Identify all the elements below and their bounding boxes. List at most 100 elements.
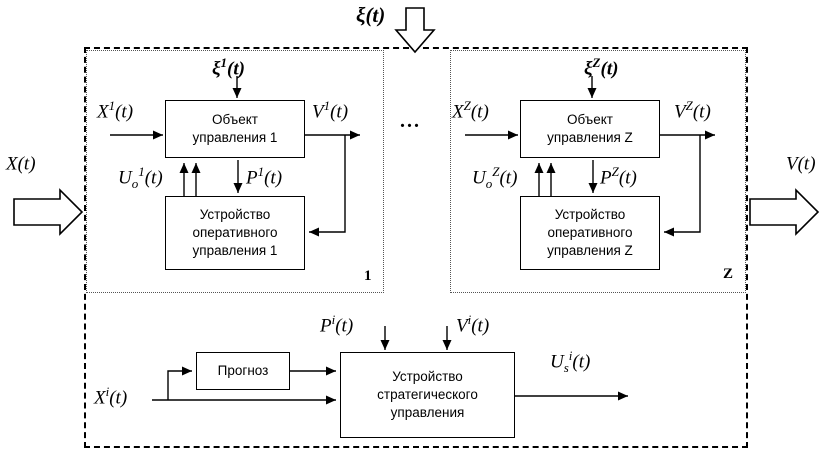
box-line: Устройство xyxy=(554,206,626,222)
label-xi-t: ξ(t) xyxy=(356,2,385,31)
math-base: ξ xyxy=(584,58,593,80)
math-tail: (t) xyxy=(227,58,245,80)
math-base: P xyxy=(320,315,332,337)
math-tail: (t) xyxy=(17,153,36,175)
box-line: Объект xyxy=(212,111,258,127)
math-base: X xyxy=(94,387,106,409)
label-uoz: UoZ(t) xyxy=(472,164,517,192)
math-sup: i xyxy=(331,312,336,327)
math-tail: (t) xyxy=(109,387,128,409)
math-sup: i xyxy=(105,384,110,399)
math-tail: (t) xyxy=(692,101,711,123)
math-base: V xyxy=(674,101,686,123)
math-base: V xyxy=(312,101,324,123)
subsystem-1-frame xyxy=(86,50,384,293)
math-tail: (t) xyxy=(115,101,134,123)
box-line: Устройство xyxy=(392,368,463,384)
math-tail: (t) xyxy=(264,167,283,189)
math-tail: (t) xyxy=(330,101,349,123)
math-sub: o xyxy=(131,176,139,192)
math-base: X xyxy=(97,101,109,123)
subsystem-z-index: Z xyxy=(723,266,734,282)
feedback-v1-to-device1 xyxy=(309,135,346,237)
label-vi: Vi(t) xyxy=(456,312,489,340)
math-base: V xyxy=(786,153,798,175)
math-tail: (t) xyxy=(470,101,489,123)
label-pz: PZ(t) xyxy=(600,164,637,192)
box-line: управления 1 xyxy=(192,243,278,259)
big-arrow-xi-down-icon xyxy=(394,7,436,54)
label-xz: XZ(t) xyxy=(452,98,489,126)
math-base: P xyxy=(246,167,258,189)
box-line: управления 1 xyxy=(192,130,278,145)
math-tail: (t) xyxy=(618,167,637,189)
math-base: U xyxy=(472,167,486,189)
box-line: Прогноз xyxy=(217,362,269,378)
ellipsis-between-subsystems: ... xyxy=(400,110,421,132)
subsystem-z-frame xyxy=(450,50,746,293)
math-sup: 1 xyxy=(220,55,228,70)
box-line: стратегического xyxy=(377,386,478,402)
operational-control-device-1-box: Устройство оперативного управления 1 xyxy=(165,196,305,270)
operational-control-device-z-box: Устройство оперативного управления Z xyxy=(520,196,660,270)
label-xiz: ξZ(t) xyxy=(584,55,618,83)
label-v1: V1(t) xyxy=(312,98,348,126)
big-arrow-v-output-icon xyxy=(749,188,820,236)
label-x1: X1(t) xyxy=(97,98,133,126)
branch-xi-to-forecast xyxy=(167,366,192,400)
feedback-vz-to-devicez xyxy=(664,135,701,237)
math-sup: 1 xyxy=(323,98,331,113)
math-sup: 1 xyxy=(138,164,145,179)
math-base: ξ xyxy=(212,58,221,80)
box-line: управления Z xyxy=(547,130,633,145)
math-base: P xyxy=(600,167,612,189)
label-p1: P1(t) xyxy=(246,164,282,192)
math-base: X xyxy=(452,101,464,123)
math-base: U xyxy=(118,167,132,189)
box-line: Объект xyxy=(567,111,613,127)
math-tail: (t) xyxy=(600,58,619,80)
math-base: X xyxy=(6,153,18,175)
math-sup: i xyxy=(568,348,573,363)
strategic-control-device-box: Устройство стратегического управления xyxy=(340,352,515,438)
box-line: управления xyxy=(390,405,465,421)
math-tail: (t) xyxy=(572,351,591,373)
label-v-output: V(t) xyxy=(786,150,816,178)
math-sub: o xyxy=(485,176,493,192)
label-pi: Pi(t) xyxy=(320,312,353,340)
math-sub: s xyxy=(563,360,569,376)
object-control-z-box: Объект управления Z xyxy=(520,100,660,158)
math-base: U xyxy=(550,351,564,373)
label-vz: VZ(t) xyxy=(674,98,711,126)
big-arrow-x-input-icon xyxy=(13,188,84,236)
math-tail: (t) xyxy=(797,153,816,175)
math-tail: (t) xyxy=(499,167,518,189)
math-tail: (t) xyxy=(335,315,354,337)
math-sup: 1 xyxy=(108,98,116,113)
box-line: управления Z xyxy=(547,243,633,259)
math-sup: Z xyxy=(592,55,601,70)
subsystem-1-index: 1 xyxy=(364,268,372,284)
math-sup: Z xyxy=(685,98,693,113)
math-tail: (t) xyxy=(144,167,163,189)
label-x-input: X(t) xyxy=(6,150,36,178)
forecast-box: Прогноз xyxy=(196,352,290,390)
box-line: Устройство xyxy=(199,206,271,222)
box-line: оперативного xyxy=(192,224,278,240)
label-xi-i: Xi(t) xyxy=(94,384,127,412)
label-usi: Usi(t) xyxy=(550,348,590,376)
label-uo1: Uo1(t) xyxy=(118,164,163,192)
math-base: ξ xyxy=(356,3,366,27)
math-tail: (t) xyxy=(365,3,386,27)
box-line: оперативного xyxy=(547,224,633,240)
math-tail: (t) xyxy=(471,315,490,337)
math-sup: Z xyxy=(463,98,471,113)
math-sup: 1 xyxy=(257,164,265,179)
math-base: V xyxy=(456,315,468,337)
math-sup: i xyxy=(467,312,472,327)
math-sup: Z xyxy=(611,164,619,179)
math-sup: Z xyxy=(492,164,500,179)
label-xi1: ξ1(t) xyxy=(212,55,245,83)
